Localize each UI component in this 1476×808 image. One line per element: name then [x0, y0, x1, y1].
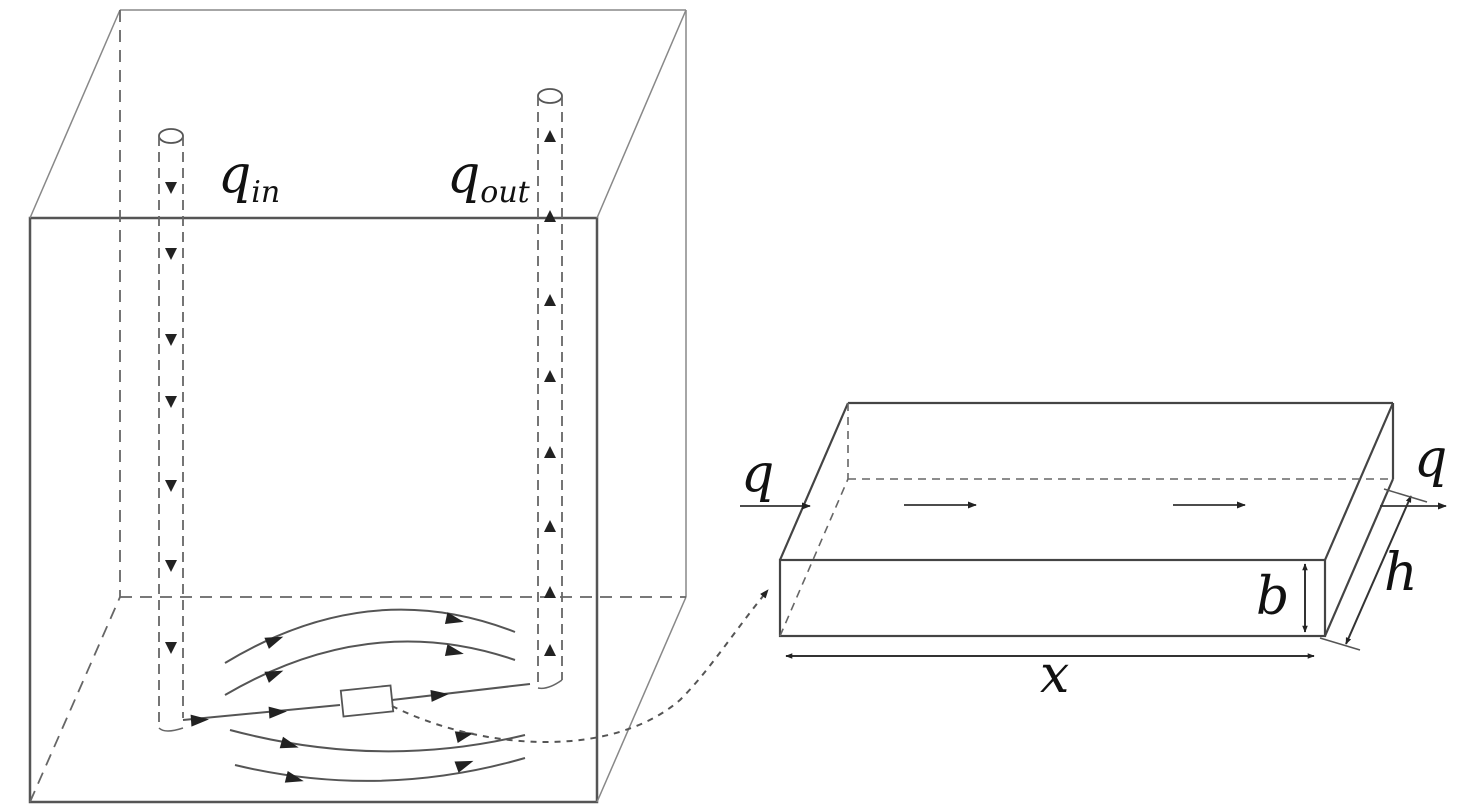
streamlines — [182, 608, 531, 782]
slab-hidden-diagonal — [779, 478, 849, 637]
streamline-arrowhead-4 — [444, 644, 464, 656]
h-label: h — [1384, 543, 1418, 603]
fracture-element — [339, 684, 395, 718]
injection-arrow-4 — [165, 396, 177, 408]
production-arrow-8 — [544, 644, 556, 656]
h-dimension-arrow — [1345, 495, 1412, 645]
cube-edge-top-right — [596, 9, 687, 219]
slab-edge-top-left — [778, 402, 850, 561]
streamline-arrowhead-2 — [444, 612, 464, 624]
streamline-arrowhead-9 — [454, 731, 474, 743]
reservoir-cube — [28, 9, 687, 804]
streamline-arrowhead-10 — [284, 771, 304, 783]
injection-arrow-5 — [165, 480, 177, 492]
streamline-5 — [234, 757, 526, 782]
streamline-2 — [224, 640, 516, 696]
production-arrow-2 — [544, 210, 556, 222]
production-arrow-7 — [544, 586, 556, 598]
dimension-arrows — [785, 488, 1428, 659]
production-well-top — [537, 88, 563, 104]
q-right-label: q — [1414, 429, 1447, 489]
streamline-arrows — [190, 612, 474, 783]
streamline-4 — [229, 729, 526, 753]
h-tick-bottom — [1319, 637, 1361, 651]
h-tick-top — [1383, 488, 1428, 503]
injection-arrow-1 — [165, 182, 177, 194]
streamline-arrowhead-6 — [268, 706, 287, 719]
x-label: x — [1040, 645, 1069, 705]
cube-edge-bottom-right — [596, 596, 687, 803]
slab-edge-top-right — [1323, 402, 1395, 561]
production-flow-arrows — [544, 130, 556, 656]
fracture-slab — [778, 401, 1395, 638]
cube-front-face — [28, 216, 599, 804]
injection-arrow-2 — [165, 248, 177, 260]
production-arrow-1 — [544, 130, 556, 142]
injection-well-top — [158, 128, 184, 144]
streamline-arrowhead-3 — [264, 670, 284, 683]
streamline-arrowhead-7 — [430, 689, 449, 702]
streamline-arrowhead-8 — [279, 736, 299, 749]
injection-arrow-3 — [165, 334, 177, 346]
production-arrow-4 — [544, 370, 556, 382]
injection-arrow-6 — [165, 560, 177, 572]
slab-flow-arrows — [740, 501, 1447, 510]
streamline-arrowhead-5 — [190, 714, 209, 727]
streamline-arrowhead-1 — [264, 636, 284, 649]
cube-edge-top-left — [29, 9, 121, 219]
q-in-label: qin — [218, 145, 280, 210]
production-well — [537, 88, 563, 690]
slab-front-face — [778, 558, 1327, 638]
cube-hidden-diagonal — [29, 596, 121, 803]
injection-arrow-7 — [165, 642, 177, 654]
streamline-1 — [224, 608, 516, 664]
q-left-label: q — [741, 444, 774, 504]
injection-flow-arrows — [165, 182, 177, 654]
streamline-3 — [182, 683, 531, 721]
production-arrow-6 — [544, 520, 556, 532]
b-label: b — [1256, 567, 1289, 627]
q-out-label: qout — [447, 145, 531, 210]
production-arrow-3 — [544, 294, 556, 306]
production-arrow-5 — [544, 446, 556, 458]
streamline-arrowhead-11 — [454, 760, 474, 773]
injection-well — [158, 128, 184, 732]
zoom-connector — [391, 589, 769, 743]
